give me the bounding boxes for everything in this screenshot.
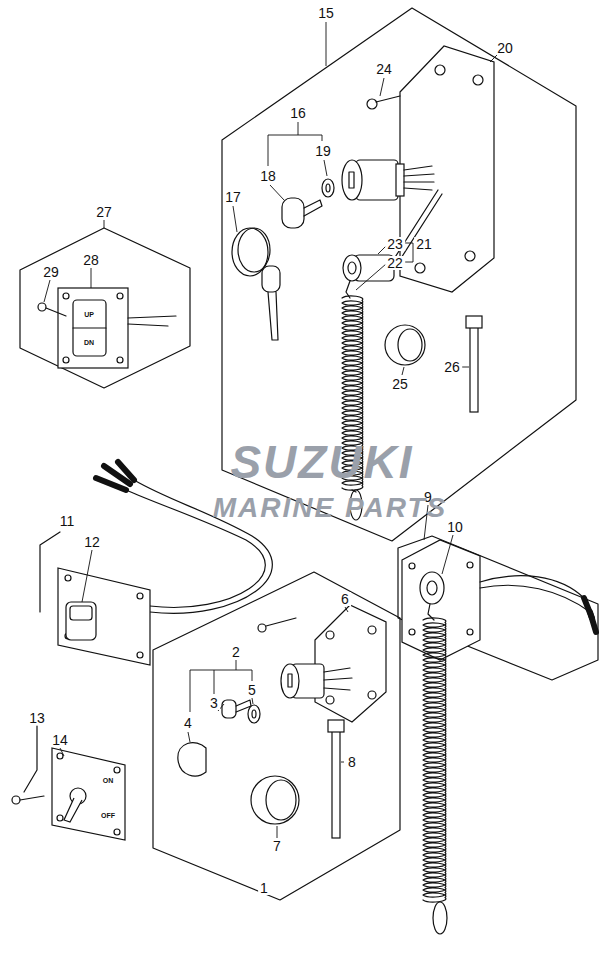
rocker-switch	[66, 602, 96, 640]
lanyard-coil	[423, 618, 446, 902]
group-bracket	[40, 532, 60, 612]
callout-number: 19	[313, 144, 333, 158]
mounting-plate	[315, 605, 386, 722]
group-outline	[20, 228, 190, 388]
screw	[12, 796, 20, 804]
group-bracket	[24, 726, 37, 792]
callout-number: 4	[182, 716, 194, 730]
rocker-switch	[73, 300, 106, 356]
leader-lines	[44, 22, 497, 838]
callout-number: 1	[258, 881, 270, 895]
callout-number: 26	[442, 360, 462, 374]
switch-marking: ON	[103, 777, 114, 784]
callout-number: 15	[316, 6, 336, 20]
stop-switch	[420, 572, 444, 604]
callout-number: 3	[208, 696, 220, 710]
callout-number: 8	[346, 755, 358, 769]
callout-number: 29	[41, 265, 61, 279]
callout-number: 21	[414, 237, 434, 251]
callout-number: 10	[445, 520, 465, 534]
cable-tie	[332, 722, 340, 838]
callout-number: 25	[390, 377, 410, 391]
callout-number: 22	[385, 256, 405, 270]
callout-number: 11	[58, 514, 77, 528]
group-outline	[153, 572, 400, 900]
switch-marking: UP	[84, 311, 94, 318]
switch-plate	[58, 288, 128, 368]
cap	[385, 325, 425, 365]
switch-cover	[178, 743, 206, 776]
screw	[38, 303, 46, 311]
cable-tie	[470, 318, 478, 412]
callout-number: 16	[288, 106, 308, 120]
watermark: MARINE PARTS	[213, 494, 448, 522]
key	[222, 700, 236, 718]
screw	[258, 624, 266, 632]
callout-number: 20	[495, 41, 515, 55]
mounting-plate	[402, 540, 480, 660]
key	[282, 198, 304, 228]
callout-number: 28	[81, 253, 101, 267]
mounting-plate	[400, 46, 494, 292]
callout-number: 7	[271, 839, 283, 853]
switch-plate	[58, 568, 150, 665]
callout-number: 13	[27, 711, 47, 725]
callout-number: 18	[258, 169, 278, 183]
group-outline	[222, 8, 576, 541]
callout-number: 27	[94, 205, 114, 219]
callout-number: 17	[223, 190, 243, 204]
callout-number: 6	[339, 592, 351, 606]
washer	[322, 179, 334, 197]
callout-number: 12	[82, 535, 102, 549]
switch-wire	[392, 190, 438, 262]
callout-number: 14	[50, 733, 70, 747]
callout-number: 5	[246, 683, 258, 697]
washer	[248, 705, 260, 723]
switch-marking: DN	[84, 339, 94, 346]
callout-number: 24	[374, 62, 394, 76]
callout-number: 23	[385, 237, 405, 251]
watermark: SUZUKI	[230, 439, 413, 485]
switch-plate	[52, 748, 125, 840]
callout-number: 2	[230, 645, 242, 659]
switch-marking: OFF	[101, 812, 115, 819]
screw	[367, 99, 377, 109]
cap	[251, 776, 299, 824]
